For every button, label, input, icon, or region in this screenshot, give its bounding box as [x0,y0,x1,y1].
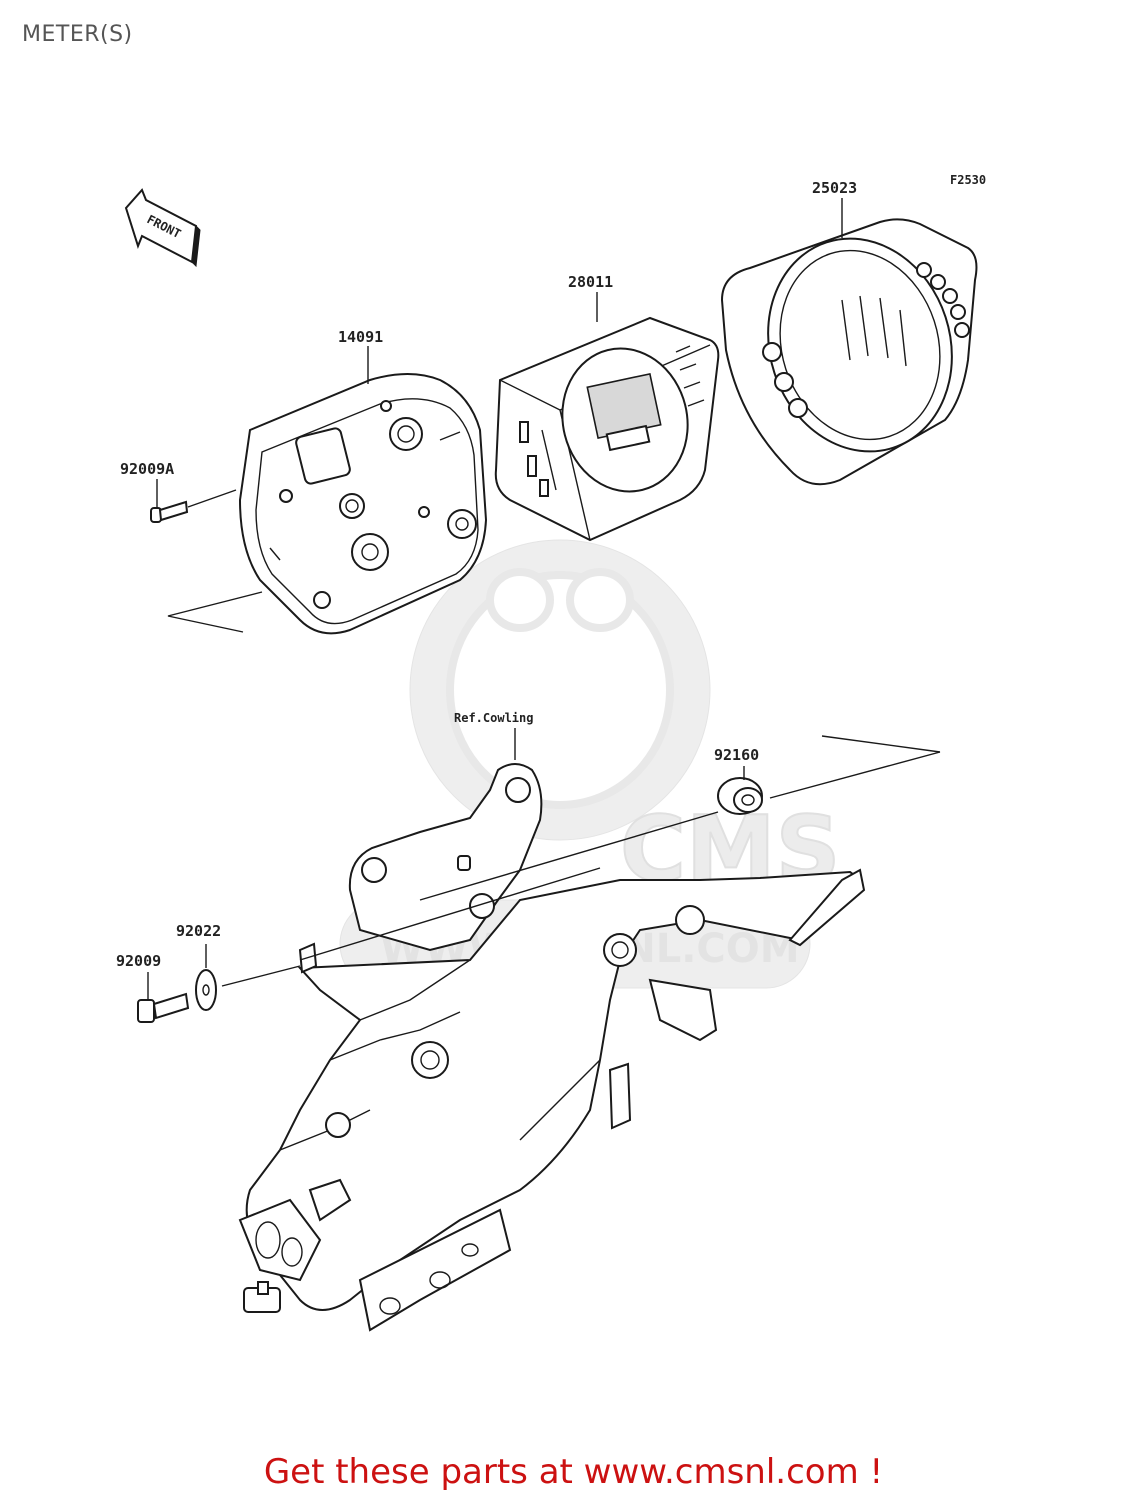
front-stay-frame [238,868,866,1332]
label-25023: 25023 [812,179,857,197]
footer-link-text[interactable]: Get these parts at www.cmsnl.com ! [263,1452,884,1492]
screw-92009A [150,479,237,523]
front-arrow-icon: FRONT [124,188,201,268]
figure-code: F2530 [950,173,986,187]
meter-assembly [494,316,720,542]
bolt-92009 [137,972,190,1023]
label-ref-cowling: Ref.Cowling [454,711,533,725]
leader-line-case [167,591,263,633]
label-92009A: 92009A [120,460,174,478]
washer-92022 [195,944,217,1011]
meter-bracket [348,763,543,952]
parts-diagram: CMS WWW.CMSNL.COM FRONT F2530 25023 [116,173,986,1332]
meter-cover [720,218,978,486]
page-title: METER(S) [22,22,133,47]
label-14091: 14091 [338,328,383,346]
label-92160: 92160 [714,746,759,764]
meter-case [238,373,488,635]
label-92009: 92009 [116,952,161,970]
label-28011: 28011 [568,273,613,291]
label-92022: 92022 [176,922,221,940]
grommet-92160 [717,766,763,815]
